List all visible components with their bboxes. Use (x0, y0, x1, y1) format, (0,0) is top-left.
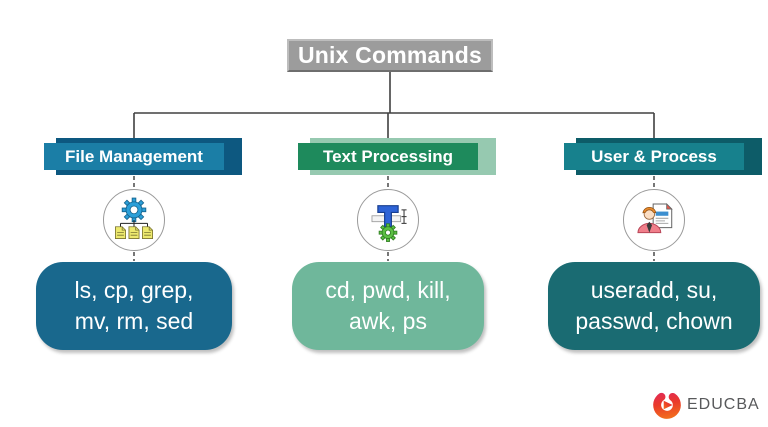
branch-header-label: User & Process (564, 143, 744, 170)
commands-line: cd, pwd, kill, (325, 277, 451, 303)
branch-header: File Management (36, 138, 242, 175)
files-hierarchy-gear-icon (103, 189, 165, 251)
commands-box: cd, pwd, kill, awk, ps (292, 262, 484, 350)
branch-text-processing: Text Processing (292, 0, 496, 427)
educba-logo-icon (653, 391, 681, 419)
educba-logo-text: EDUCBA (687, 396, 760, 413)
commands-line: ls, cp, grep, (74, 277, 194, 303)
branch-header-label: File Management (44, 143, 224, 170)
commands-line: useradd, su, (590, 277, 718, 303)
educba-logo: EDUCBA (652, 390, 760, 420)
branch-header: Text Processing (292, 138, 496, 175)
diagram-title: Unix Commands (287, 39, 493, 72)
commands-line: mv, rm, sed (74, 308, 194, 334)
commands-box: ls, cp, grep, mv, rm, sed (36, 262, 232, 350)
commands-box: useradd, su, passwd, chown (548, 262, 760, 350)
commands-line: passwd, chown (575, 308, 733, 334)
branch-file-management: File Management (36, 0, 242, 427)
letter-t-gear-icon (357, 189, 419, 251)
commands-line: awk, ps (349, 308, 427, 334)
branch-header-label: Text Processing (298, 143, 478, 170)
branch-header: User & Process (548, 138, 762, 175)
user-document-icon (623, 189, 685, 251)
branch-user-process: User & Process useradd, su, passwd, chow… (548, 0, 762, 427)
